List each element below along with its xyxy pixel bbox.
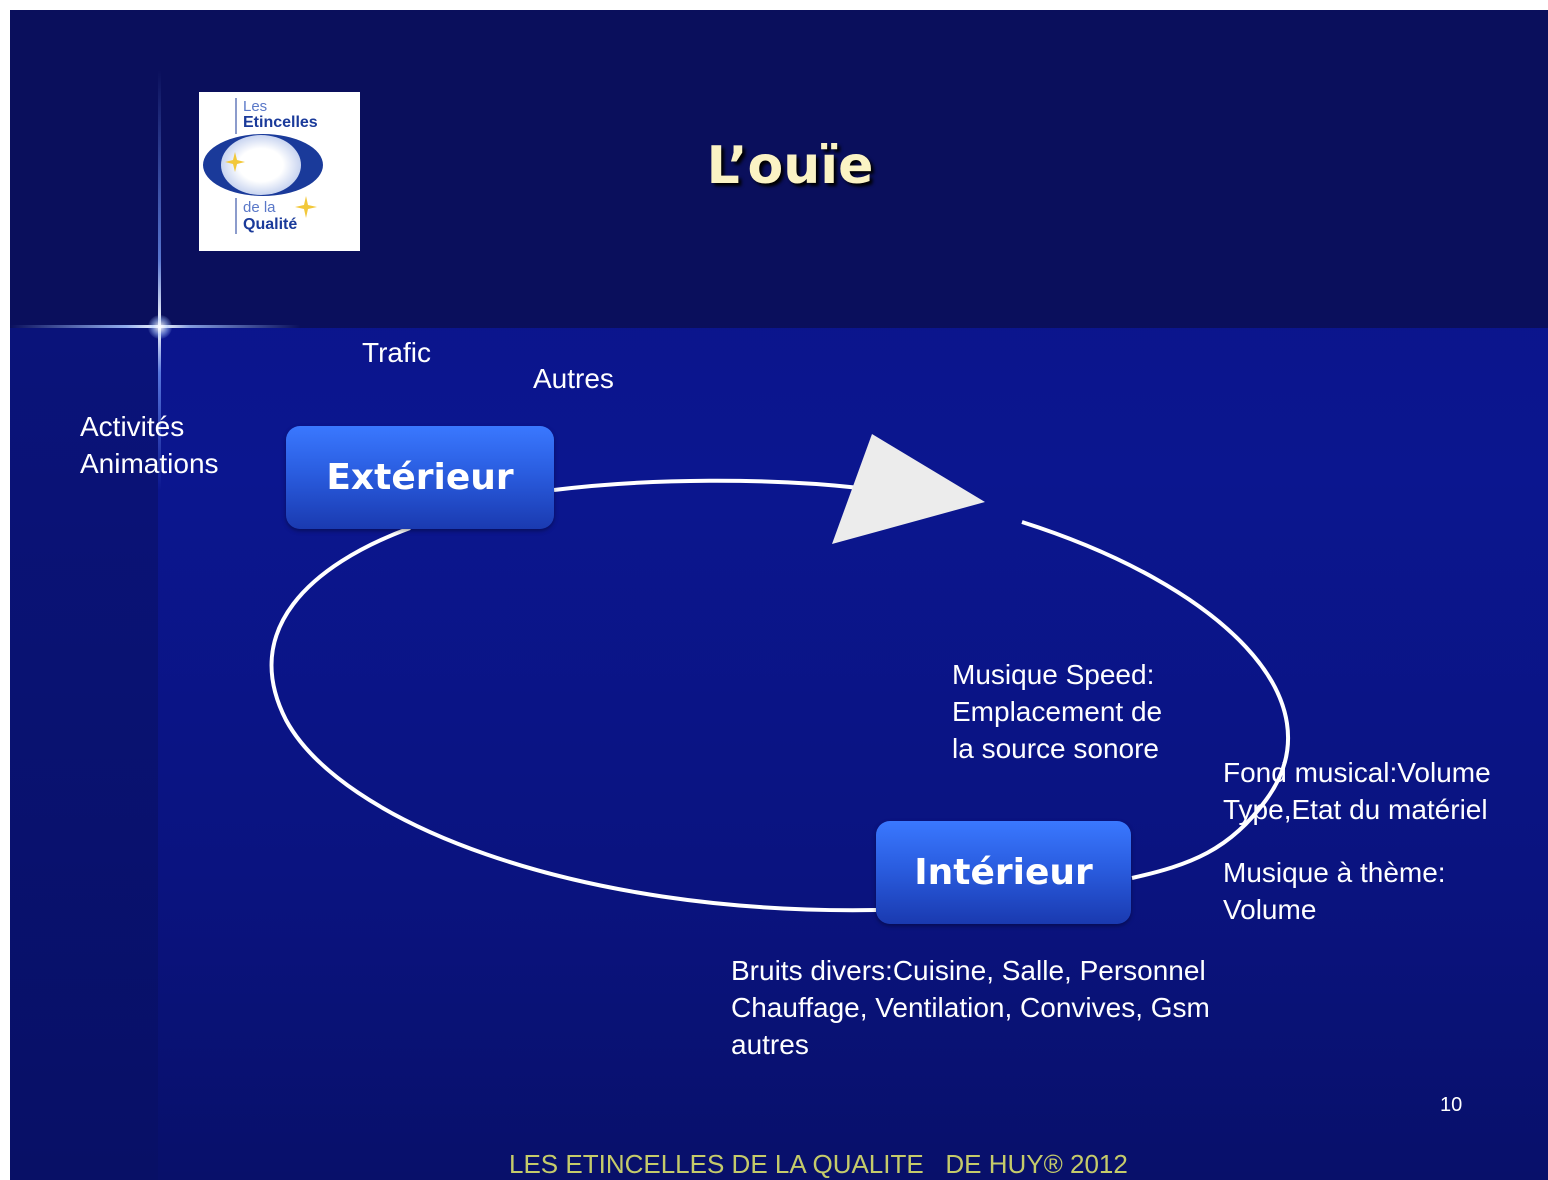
cycle-arc-top <box>553 478 861 492</box>
logo-text-etincelles: Etincelles <box>243 114 318 131</box>
label-bruits-divers: Bruits divers:Cuisine, Salle, Personnel … <box>731 955 1210 1060</box>
cycle-diagram <box>269 434 1290 913</box>
label-musique-theme: Musique à thème: Volume <box>1223 857 1446 925</box>
logo-text-qualite: Qualité <box>243 216 297 233</box>
logo-sparkle-icon <box>295 196 317 218</box>
etincelles-logo: Les Etincelles de la Qualité <box>199 92 360 251</box>
label-trafic: Trafic <box>362 337 431 368</box>
page-number: 10 <box>1440 1094 1463 1116</box>
label-activites-animations: Activités Animations <box>80 411 219 479</box>
label-autres: Autres <box>533 363 614 394</box>
cycle-arc-left <box>269 526 877 913</box>
logo-sparkle-icon <box>225 152 245 172</box>
light-flare-vertical <box>158 70 161 490</box>
footer-text: LES ETINCELLES DE LA QUALITE DE HUY® 201… <box>509 1149 1128 1179</box>
cycle-arrow-icon <box>832 434 985 544</box>
left-band <box>10 328 158 1180</box>
logo-eye-inner <box>221 135 301 195</box>
node-exterieur: Extérieur <box>286 426 554 529</box>
slide: Les Etincelles de la Qualité L’ouïe Exté… <box>10 10 1548 1180</box>
light-flare-glow <box>148 315 172 339</box>
cycle-arc-right <box>1021 520 1290 880</box>
label-fond-musical: Fond musical:Volume Type,Etat du matérie… <box>1223 757 1491 825</box>
node-interieur: Intérieur <box>876 821 1131 924</box>
logo-text-les: Les <box>243 98 267 115</box>
slide-title: L’ouïe <box>706 136 874 196</box>
label-musique-speed: Musique Speed: Emplacement de la source … <box>952 659 1163 764</box>
logo-text-de-la: de la <box>243 199 276 216</box>
